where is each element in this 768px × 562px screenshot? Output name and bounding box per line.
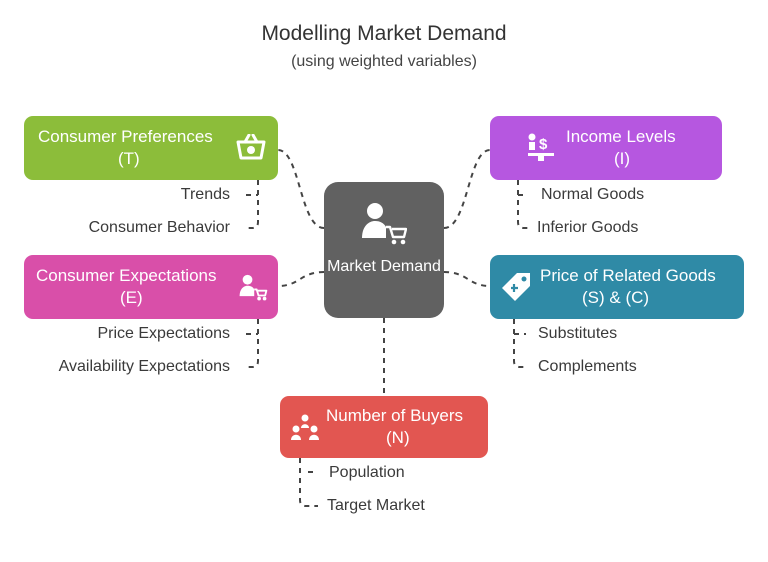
branch-related bbox=[513, 319, 528, 368]
node-price-related-goods: Price of Related Goods (S) & (C) bbox=[490, 255, 744, 319]
branch-expectations bbox=[246, 319, 259, 368]
node-title: Consumer Preferences bbox=[38, 127, 213, 146]
node-income-levels: $ Income Levels (I) bbox=[490, 116, 722, 180]
node-title: Price of Related Goods bbox=[540, 266, 716, 285]
item-complements: Complements bbox=[538, 358, 637, 375]
node-consumer-expectations: Consumer Expectations (E) bbox=[24, 255, 278, 319]
node-code: (N) bbox=[386, 428, 410, 447]
connector-expectations bbox=[277, 271, 325, 287]
connector-preferences bbox=[277, 149, 325, 229]
node-title: Income Levels bbox=[566, 127, 676, 146]
node-title: Consumer Expectations bbox=[36, 266, 217, 285]
item-availability-expectations: Availability Expectations bbox=[58, 358, 230, 375]
branch-preferences bbox=[246, 180, 259, 229]
item-normal-goods: Normal Goods bbox=[541, 186, 645, 203]
node-code: (T) bbox=[118, 149, 140, 168]
diagram-title: Modelling Market Demand bbox=[261, 22, 507, 45]
person-cart-icon bbox=[239, 274, 268, 301]
center-label-line2: Demand bbox=[380, 258, 441, 275]
item-substitutes: Substitutes bbox=[538, 325, 618, 342]
item-trends: Trends bbox=[180, 186, 230, 203]
money-scale-icon: $ bbox=[528, 133, 554, 161]
node-code: (S) & (C) bbox=[582, 288, 650, 307]
center-node-market-demand: Market Demand bbox=[324, 182, 444, 318]
node-code: (E) bbox=[120, 288, 143, 307]
item-inferior-goods: Inferior Goods bbox=[537, 219, 639, 236]
svg-text:$: $ bbox=[539, 136, 548, 153]
branch-buyers bbox=[299, 458, 318, 507]
person-cart-icon bbox=[362, 203, 407, 245]
node-number-of-buyers: Number of Buyers (N) bbox=[280, 396, 488, 458]
node-title: Number of Buyers bbox=[326, 406, 463, 425]
item-price-expectations: Price Expectations bbox=[97, 325, 230, 342]
node-consumer-preferences: Consumer Preferences (T) bbox=[24, 116, 278, 180]
connector-related bbox=[443, 271, 491, 287]
item-consumer-behavior: Consumer Behavior bbox=[88, 219, 230, 236]
group-icon bbox=[291, 414, 319, 440]
basket-icon bbox=[236, 134, 266, 160]
item-population: Population bbox=[329, 464, 405, 481]
node-code: (I) bbox=[614, 149, 631, 168]
item-target-market: Target Market bbox=[327, 497, 425, 514]
branch-income bbox=[517, 180, 528, 229]
connector-income bbox=[443, 149, 491, 229]
diagram-subtitle: (using weighted variables) bbox=[291, 53, 477, 70]
price-tag-icon bbox=[502, 273, 530, 301]
center-label-line1: Market bbox=[327, 258, 376, 275]
